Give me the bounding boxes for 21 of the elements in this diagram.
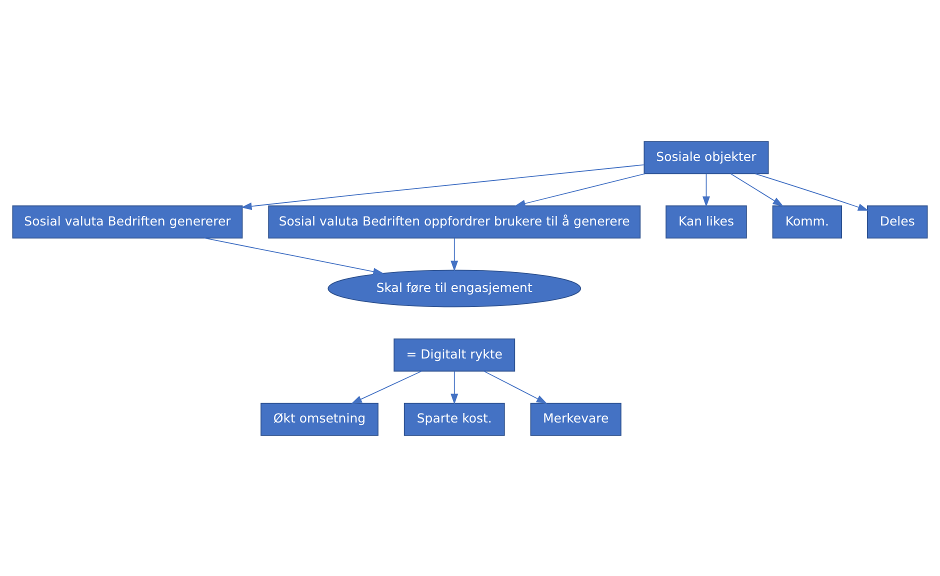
arrow xyxy=(514,172,646,207)
arrow xyxy=(450,370,458,404)
arrow xyxy=(204,237,384,275)
arrow xyxy=(241,164,644,210)
node-box: = Digitalt rykte xyxy=(394,338,516,372)
node-box: Kan likes xyxy=(666,204,747,238)
node-box: Økt omsetning xyxy=(260,402,378,436)
node-box: Sosial valuta Bedriften genererer xyxy=(12,204,243,238)
node-box: Sosial valuta Bedriften oppfordrer brukere til å generere xyxy=(268,204,641,238)
arrow xyxy=(702,173,710,207)
arrow xyxy=(484,370,548,404)
node-box: Komm. xyxy=(772,204,842,238)
arrow xyxy=(450,237,458,271)
node-box: Merkevare xyxy=(530,402,622,436)
node-box: Deles xyxy=(867,204,928,238)
arrow xyxy=(351,370,422,404)
node-box: Sosiale objekter xyxy=(644,140,769,174)
arrow xyxy=(730,172,784,206)
arrow xyxy=(755,172,869,210)
node-ellipse: Skal føre til engasjement xyxy=(328,269,582,307)
node-box: Sparte kost. xyxy=(404,402,505,436)
